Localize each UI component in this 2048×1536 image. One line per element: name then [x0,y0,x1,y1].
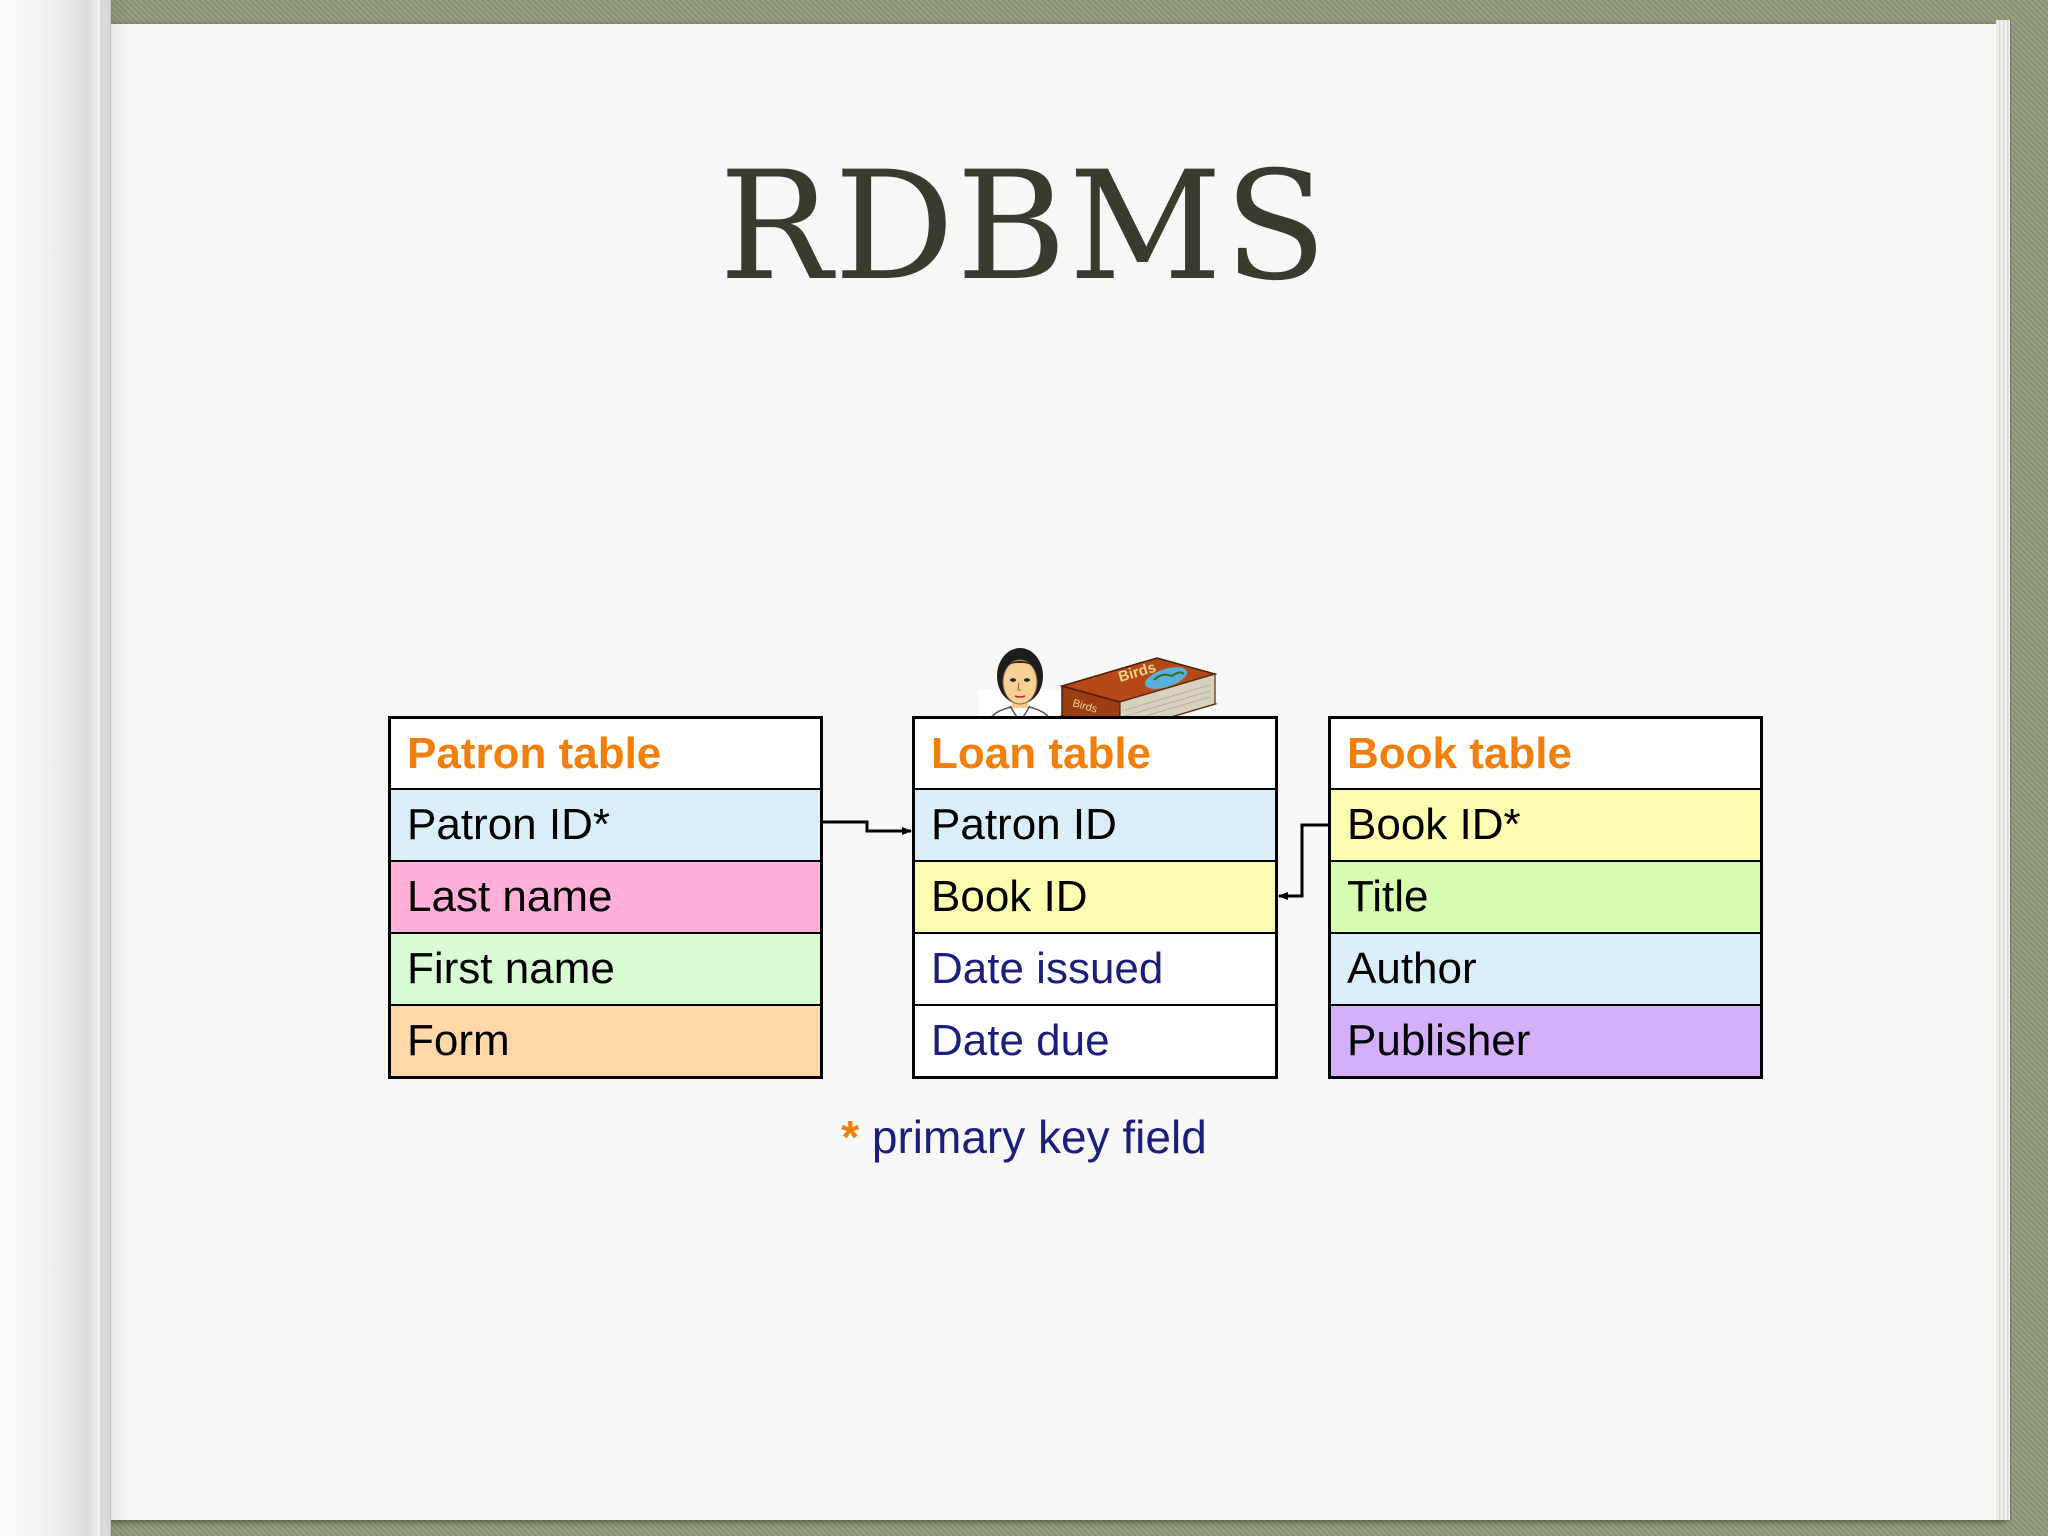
binding-shadow [100,0,130,1536]
primary-key-star: * [841,1111,860,1163]
book-table-header: Book table [1347,729,1572,778]
patron-table-header: Patron table [407,729,662,778]
primary-key-footnote: * primary key field [0,1110,2048,1164]
book-table: Book table Book ID* Title Author Publish… [1328,716,1763,1079]
book-field-title: Title [1331,860,1760,932]
book-field-publisher: Publisher [1331,1004,1760,1076]
patron-field-patron-id: Patron ID* [391,788,820,860]
patron-field-last-name: Last name [391,860,820,932]
book-field-book-id: Book ID* [1331,788,1760,860]
book-binding [0,0,111,1536]
loan-field-date-due: Date due [915,1004,1275,1076]
book-field-author: Author [1331,932,1760,1004]
patron-table: Patron table Patron ID* Last name First … [388,716,823,1079]
loan-table: Loan table Patron ID Book ID Date issued… [912,716,1278,1079]
loan-table-header: Loan table [931,729,1152,778]
loan-field-date-issued: Date issued [915,932,1275,1004]
patron-field-first-name: First name [391,932,820,1004]
patron-field-form: Form [391,1004,820,1076]
loan-field-book-id: Book ID [915,860,1275,932]
page-title: RDBMS [719,140,1329,314]
loan-field-patron-id: Patron ID [915,788,1275,860]
primary-key-label: primary key field [871,1111,1207,1163]
page-edge [1996,20,2011,1520]
